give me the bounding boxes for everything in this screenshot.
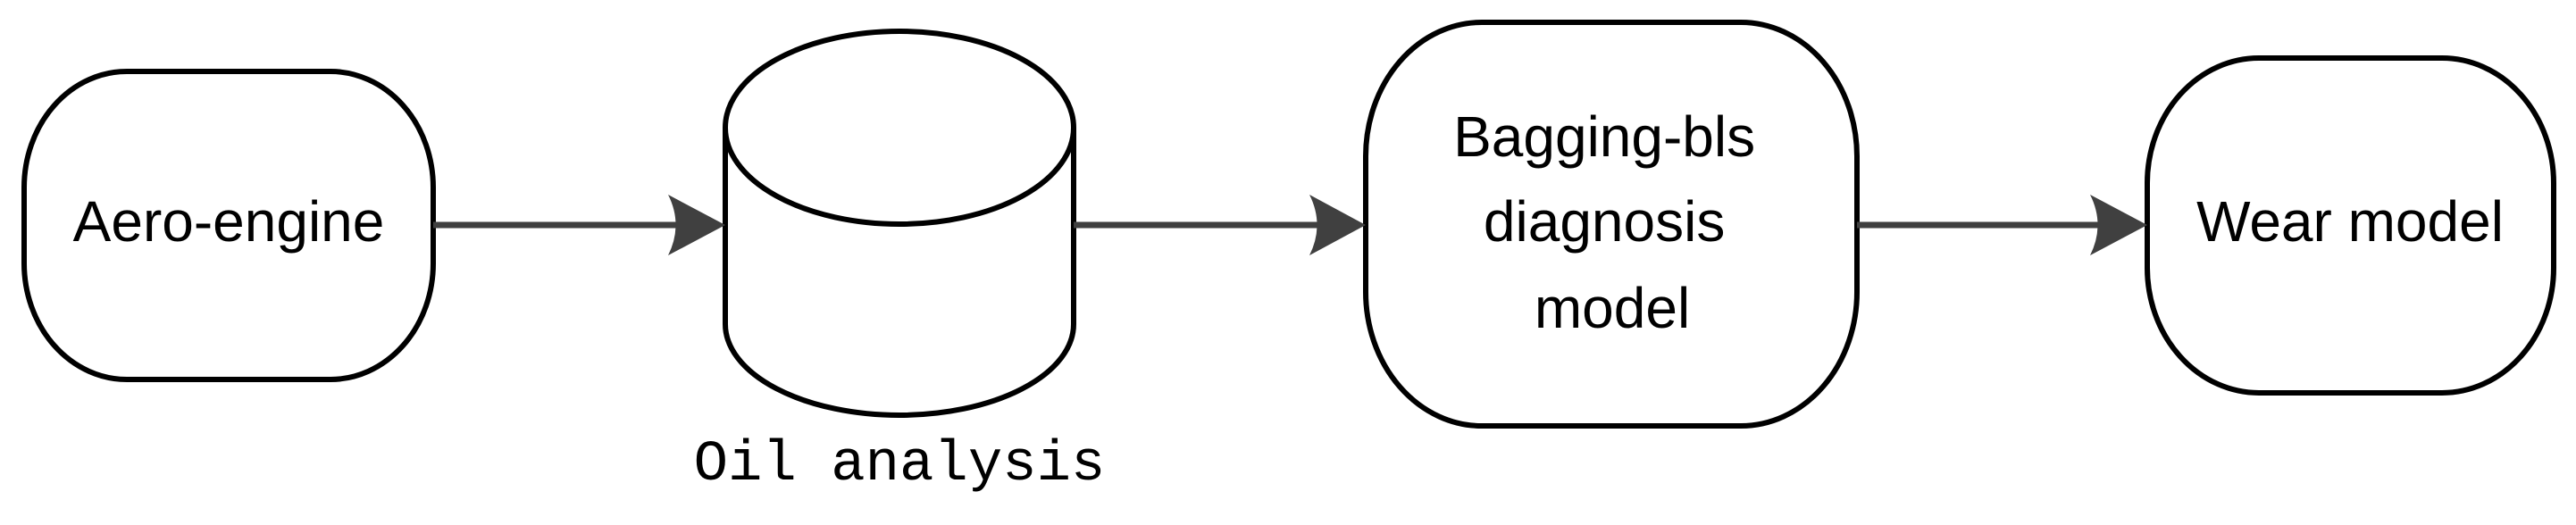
- node-aero-engine: Aero-engine: [21, 69, 436, 382]
- edge-bagging-to-wear: [1857, 195, 2147, 255]
- node-aero-engine-label: Aero-engine: [73, 189, 385, 254]
- arrowhead-icon: [2090, 195, 2147, 255]
- node-wear-model-shape: [2145, 55, 2556, 396]
- cylinder-top: [723, 29, 1076, 227]
- node-oil-analysis: Oil analysis: [694, 29, 1106, 497]
- node-bagging-model-line-1: Bagging-bls: [1453, 104, 1755, 169]
- node-oil-analysis-label: Oil analysis: [694, 433, 1106, 497]
- edge-oil-to-bagging: [1074, 195, 1366, 255]
- node-bagging-model-label: Bagging-bls diagnosis model: [1453, 104, 1771, 340]
- edge-aero-to-oil: [433, 195, 725, 255]
- arrowhead-icon: [1309, 195, 1366, 255]
- node-wear-model: Wear model: [2145, 55, 2556, 396]
- node-bagging-model-line-2: diagnosis: [1484, 189, 1725, 254]
- node-bagging-model: Bagging-bls diagnosis model: [1363, 20, 1860, 429]
- arrowhead-icon: [668, 195, 725, 255]
- node-bagging-model-line-3: model: [1535, 276, 1690, 340]
- node-wear-model-label: Wear model: [2196, 189, 2504, 254]
